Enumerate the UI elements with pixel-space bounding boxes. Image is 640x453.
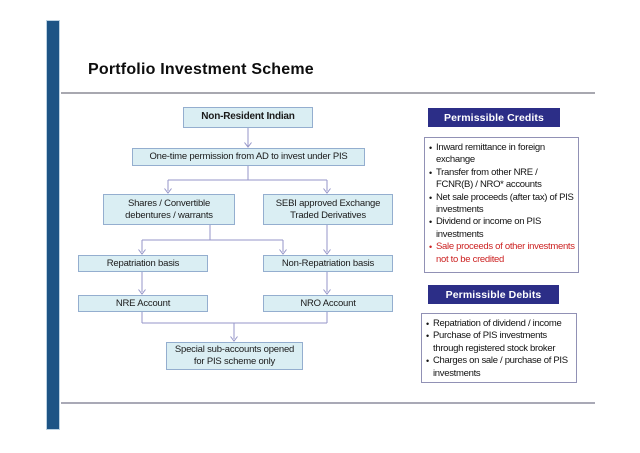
flow-node-nro-account: NRO Account (263, 295, 393, 312)
flow-node-special-sub-accounts: Special sub-accounts opened for PIS sche… (166, 342, 303, 370)
list-item: Purchase of PIS investments through regi… (426, 330, 574, 355)
list-item: Dividend or income on PIS investments (429, 216, 576, 241)
list-item: Charges on sale / purchase of PIS invest… (426, 355, 574, 380)
list-item: Net sale proceeds (after tax) of PIS inv… (429, 192, 576, 217)
list-item: Inward remittance in foreign exchange (429, 142, 576, 167)
footer-divider (61, 402, 595, 404)
permissible-debits-list: Repatriation of dividend / income Purcha… (421, 313, 577, 383)
page-title: Portfolio Investment Scheme (88, 61, 314, 78)
permissible-debits-header: Permissible Debits (428, 285, 559, 304)
flow-node-sebi-derivatives: SEBI approved Exchange Traded Derivative… (263, 194, 393, 225)
list-item-alert: Sale proceeds of other investments not t… (429, 241, 576, 266)
flow-node-shares-debentures: Shares / Convertible debentures / warran… (103, 194, 235, 225)
list-item: Transfer from other NRE / FCNR(B) / NRO*… (429, 167, 576, 192)
accent-bar (46, 20, 60, 430)
credits-items: Inward remittance in foreign exchange Tr… (429, 142, 576, 266)
flow-node-nre-account: NRE Account (78, 295, 208, 312)
flow-node-non-repatriation-basis: Non-Repatriation basis (263, 255, 393, 272)
debits-items: Repatriation of dividend / income Purcha… (426, 318, 574, 380)
flow-node-repatriation-basis: Repatriation basis (78, 255, 208, 272)
title-divider (61, 92, 595, 94)
flow-node-one-time-permission: One-time permission from AD to invest un… (132, 148, 365, 166)
permissible-credits-list: Inward remittance in foreign exchange Tr… (424, 137, 579, 273)
permissible-credits-header: Permissible Credits (428, 108, 560, 127)
list-item: Repatriation of dividend / income (426, 318, 574, 331)
flow-node-non-resident-indian: Non-Resident Indian (183, 107, 313, 128)
